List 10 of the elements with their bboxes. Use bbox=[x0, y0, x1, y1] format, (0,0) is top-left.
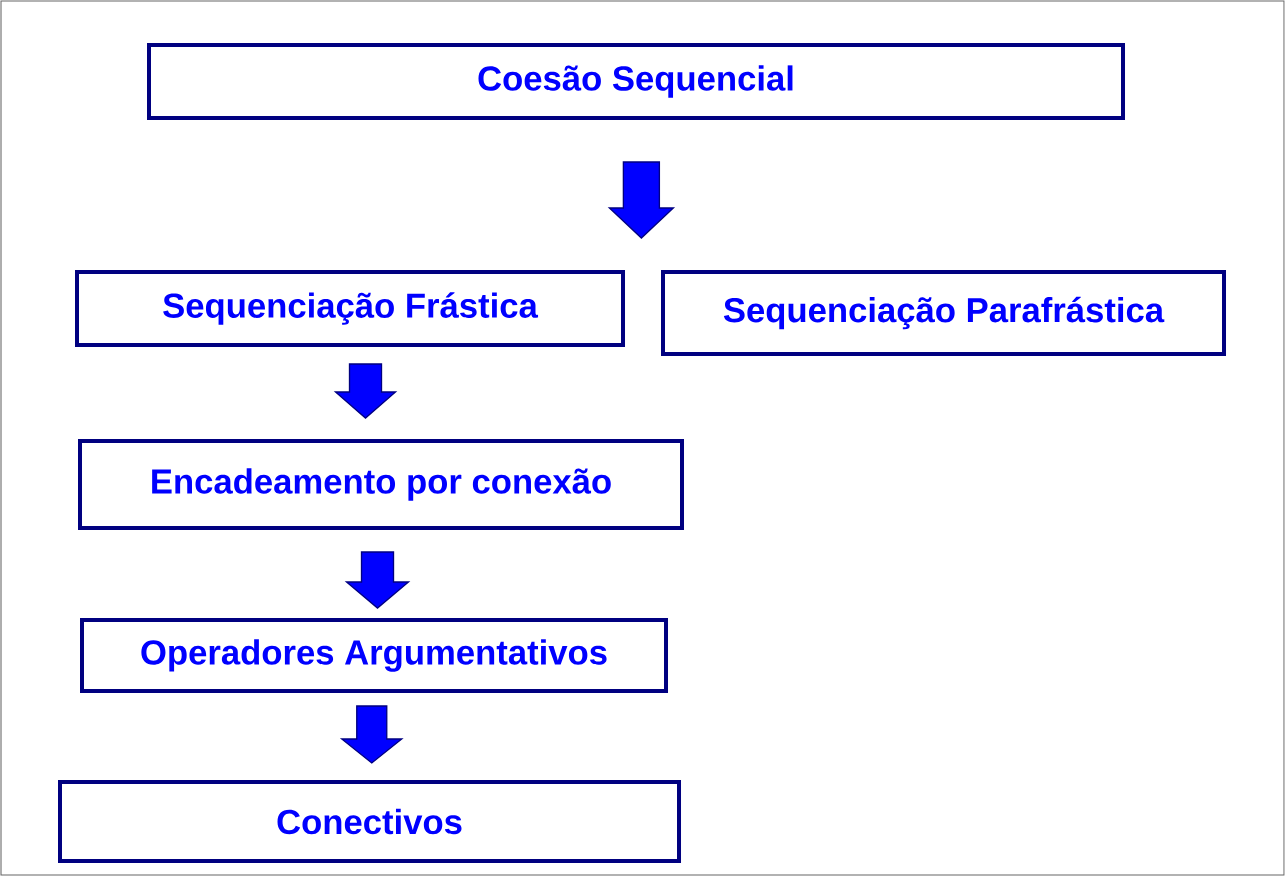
process-box: Conectivos bbox=[58, 780, 681, 863]
block-arrow bbox=[344, 551, 411, 609]
process-box: Operadores Argumentativos bbox=[80, 618, 668, 693]
process-box: Sequenciação Parafrástica bbox=[661, 270, 1226, 356]
block-arrow bbox=[607, 161, 676, 239]
process-box: Sequenciação Frástica bbox=[75, 270, 625, 347]
block-arrow bbox=[339, 705, 404, 764]
process-box: Encadeamento por conexão bbox=[78, 439, 684, 530]
block-arrow bbox=[333, 363, 398, 419]
process-box: Coesão Sequencial bbox=[147, 43, 1125, 120]
